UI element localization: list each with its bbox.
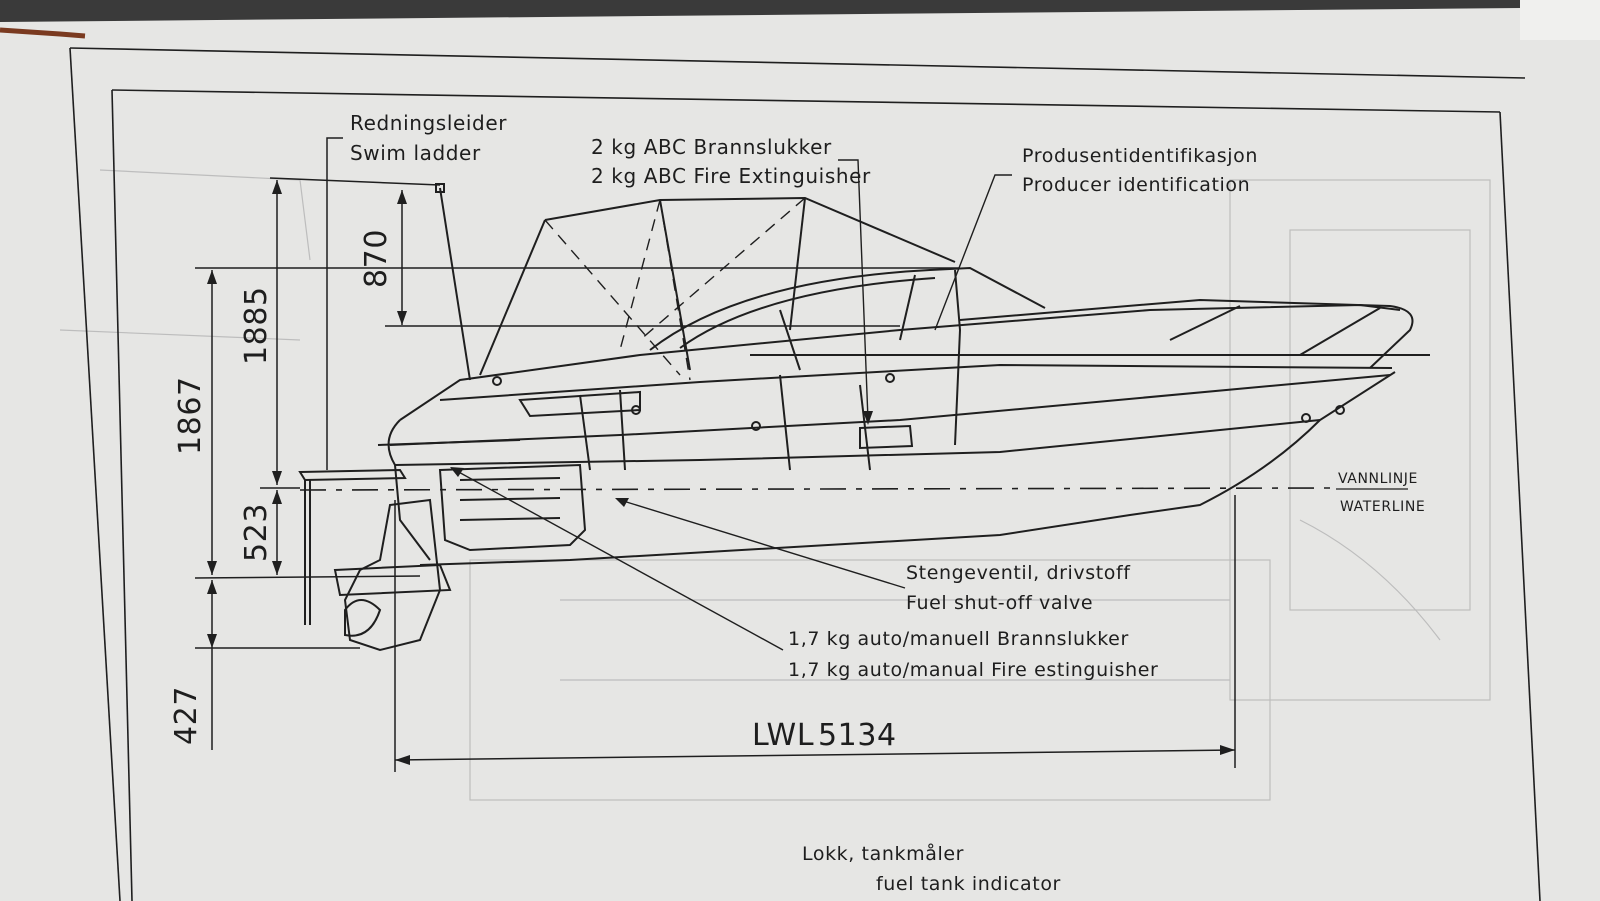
waterline: [299, 487, 1331, 491]
dim-lwl-value: 5134: [818, 718, 897, 753]
tank-lid-label-en: fuel tank indicator: [876, 873, 1061, 895]
fuel-valve-label-no: Stengeventil, drivstoff: [906, 562, 1131, 584]
callout-leaders: [454, 159, 1012, 651]
dim-427: 427: [169, 686, 204, 745]
dim-1867: 1867: [173, 376, 208, 455]
extinguisher-2kg-label-en: 2 kg ABC Fire Extinguisher: [591, 164, 871, 188]
dim-lwl-prefix: LWL: [752, 718, 814, 753]
show-through-ghost: [59, 169, 1491, 801]
paper-corner: [1520, 0, 1600, 40]
tank-lid-label-no: Lokk, tankmåler: [802, 842, 964, 865]
waterline-label-no: VANNLINJE: [1338, 471, 1418, 487]
callout-arrowheads: [450, 411, 873, 507]
dimension-labels: 870 1885 1867 523 427 LWL 5134: [169, 229, 897, 753]
producer-id-label-en: Producer identification: [1022, 174, 1250, 196]
waterline-label-en: WATERLINE: [1340, 499, 1425, 515]
dim-1885: 1885: [239, 286, 274, 365]
binding-mark: [0, 27, 86, 39]
extinguisher-17kg-label-no: 1,7 kg auto/manuell Brannslukker: [788, 628, 1129, 650]
extinguisher-17kg-label-en: 1,7 kg auto/manual Fire estinguisher: [788, 659, 1158, 681]
dim-870: 870: [359, 229, 394, 288]
extinguisher-2kg-label-no: 2 kg ABC Brannslukker: [591, 135, 832, 159]
dimension-lines: [194, 137, 1236, 772]
fuel-valve-label-en: Fuel shut-off valve: [906, 592, 1093, 614]
swim-ladder-label-en: Swim ladder: [350, 141, 481, 165]
bimini-frame-dashed: [544, 197, 806, 381]
producer-id-label-no: Produsentidentifikasjon: [1022, 145, 1258, 167]
callout-labels: Redningsleider Swim ladder 2 kg ABC Bran…: [350, 111, 1425, 895]
dim-523: 523: [239, 503, 274, 562]
dimension-arrowheads: [207, 180, 1235, 765]
drawing-frame: [69, 47, 1541, 901]
swim-ladder-label-no: Redningsleider: [350, 111, 507, 135]
paper-sheet: [0, 8, 1600, 901]
boat-profile: [298, 183, 1430, 652]
